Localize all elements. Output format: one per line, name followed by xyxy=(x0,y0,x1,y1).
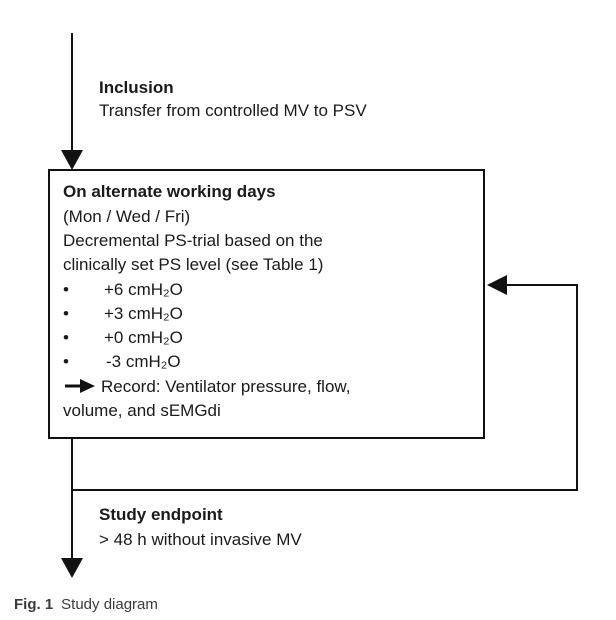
box-line-days: (Mon / Wed / Fri) xyxy=(63,207,190,226)
bullet-marker: • xyxy=(63,328,69,347)
figure-caption: Fig. 1 Study diagram xyxy=(14,596,158,613)
inclusion-title: Inclusion xyxy=(99,78,174,97)
bullet-marker: • xyxy=(63,352,69,371)
bullet-item: -3 cmH₂O xyxy=(106,352,181,371)
bullet-item: +0 cmH₂O xyxy=(104,328,183,347)
arrow-down-icon xyxy=(61,558,83,578)
arrow-right-icon xyxy=(80,379,95,393)
protocol-box xyxy=(48,169,485,439)
loop-back-connector xyxy=(71,284,578,491)
study-flow-diagram: Inclusion Transfer from controlled MV to… xyxy=(48,33,578,578)
endpoint-text: > 48 h without invasive MV xyxy=(99,530,302,549)
figure-caption-text: Study diagram xyxy=(61,596,158,613)
bullet-marker: • xyxy=(63,304,69,323)
arrow-left-icon xyxy=(487,275,507,295)
bullet-item: +6 cmH₂O xyxy=(104,280,183,299)
record-line-2: volume, and sEMGdi xyxy=(63,401,221,420)
figure-label: Fig. 1 xyxy=(14,596,54,613)
box-line-clinical: clinically set PS level (see Table 1) xyxy=(63,255,323,274)
bullet-marker: • xyxy=(63,280,69,299)
box-line-trial: Decremental PS-trial based on the xyxy=(63,231,323,250)
bullet-item: +3 cmH₂O xyxy=(104,304,183,323)
record-line-1: Record: Ventilator pressure, flow, xyxy=(101,377,350,396)
inclusion-text: Transfer from controlled MV to PSV xyxy=(99,101,367,120)
arrow-down-icon xyxy=(61,150,83,170)
box-title: On alternate working days xyxy=(63,182,276,201)
endpoint-title: Study endpoint xyxy=(99,505,223,524)
